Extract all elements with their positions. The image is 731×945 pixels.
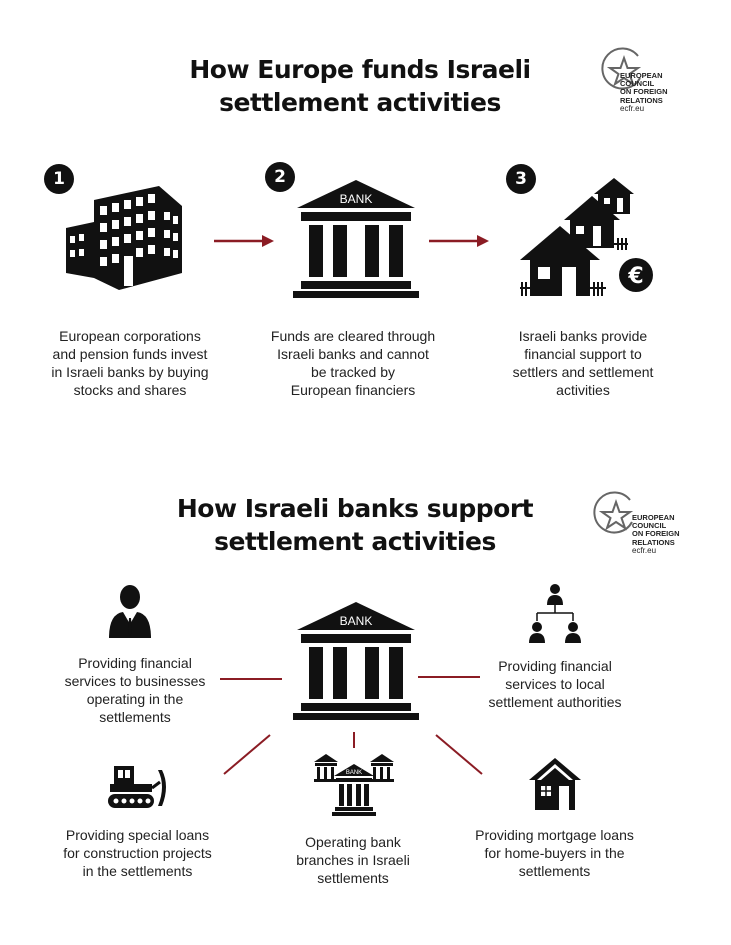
- caption-authorities: Providing financial services to local se…: [470, 657, 640, 711]
- connector-bottom-left: [223, 734, 271, 775]
- house-icon: [529, 758, 581, 810]
- caption-line: stocks and shares: [73, 382, 187, 398]
- org-chart-icon: [529, 584, 581, 643]
- caption-line: operating in the: [86, 691, 184, 707]
- businessman-icon: [109, 585, 151, 638]
- section2-title: How Israeli banks support settlement act…: [100, 492, 610, 558]
- caption-line: Operating bank: [305, 834, 401, 850]
- step-3-caption: Israeli banks provide financial support …: [493, 327, 673, 399]
- center-bank-icon: BANK: [293, 602, 419, 720]
- caption-line: European corporations: [59, 328, 201, 344]
- caption-line: be tracked by: [310, 364, 396, 380]
- caption-line: services to local: [505, 676, 605, 692]
- logo-line3: ON FOREIGN: [620, 87, 668, 97]
- logo-line3: ON FOREIGN: [632, 529, 680, 539]
- logo-line2: COUNCIL: [632, 521, 667, 531]
- step-2-caption: Funds are cleared through Israeli banks …: [258, 327, 448, 399]
- caption-branches: Operating bank branches in Israeli settl…: [278, 833, 428, 887]
- center-bank-label: BANK: [340, 614, 373, 628]
- logo-line1: EUROPEAN: [620, 71, 663, 80]
- ecfr-logo: EUROPEAN COUNCIL ON FOREIGN RELATIONS ec…: [590, 488, 690, 558]
- caption-line: services to businesses: [64, 673, 206, 689]
- caption-mortgage: Providing mortgage loans for home-buyers…: [462, 826, 647, 880]
- caption-line: Israeli banks and cannot: [277, 346, 429, 362]
- caption-line: in Israeli banks by buying: [51, 364, 209, 380]
- euro-symbol: €: [627, 264, 643, 289]
- bank-icon: BANK: [293, 180, 419, 298]
- bulldozer-icon: [108, 766, 166, 808]
- caption-line: activities: [556, 382, 610, 398]
- logo-line4: RELATIONS: [632, 537, 675, 547]
- caption-line: Providing financial: [498, 658, 612, 674]
- ecfr-star-icon: [593, 491, 634, 534]
- caption-line: financial support to: [524, 346, 642, 362]
- step-1-caption: European corporations and pension funds …: [35, 327, 225, 399]
- caption-line: Providing special loans: [65, 827, 210, 843]
- section2-title-line2: settlement activities: [214, 527, 496, 556]
- logo-line2: COUNCIL: [620, 79, 655, 89]
- logo-url: ecfr.eu: [620, 103, 645, 113]
- step-number-2: 2: [265, 162, 295, 192]
- houses-euro-icon: €: [520, 178, 653, 296]
- caption-line: settlement authorities: [488, 694, 622, 710]
- office-building-icon: [66, 186, 182, 290]
- step-number-1: 1: [44, 164, 74, 194]
- bank-label: BANK: [340, 192, 373, 206]
- caption-line: settlements: [317, 870, 389, 886]
- caption-line: and pension funds invest: [52, 346, 208, 362]
- caption-line: Providing mortgage loans: [475, 827, 634, 843]
- section2-title-line1: How Israeli banks support: [176, 494, 534, 523]
- caption-line: Funds are cleared through: [270, 328, 436, 344]
- connector-bottom-right: [435, 734, 483, 775]
- section1-title: How Europe funds Israeli settlement acti…: [120, 53, 600, 119]
- caption-businesses: Providing financial services to business…: [50, 654, 220, 726]
- logo-line4: RELATIONS: [620, 95, 663, 105]
- ecfr-logo: EUROPEAN COUNCIL ON FOREIGN RELATIONS ec…: [598, 44, 698, 114]
- arrow-2-icon: [429, 235, 489, 247]
- caption-line: in the settlements: [82, 863, 193, 879]
- arrow-1-icon: [214, 235, 274, 247]
- section1-title-line1: How Europe funds Israeli: [189, 55, 531, 84]
- logo-line1: EUROPEAN: [632, 513, 675, 522]
- small-bank-label: BANK: [346, 770, 362, 776]
- caption-line: for home-buyers in the: [484, 845, 625, 861]
- step-number-3: 3: [506, 164, 536, 194]
- caption-line: settlers and settlement: [512, 364, 654, 380]
- caption-line: Israeli banks provide: [518, 328, 648, 344]
- caption-line: branches in Israeli: [296, 852, 410, 868]
- caption-line: Providing financial: [78, 655, 192, 671]
- caption-line: settlements: [518, 863, 591, 879]
- section1-title-line2: settlement activities: [219, 88, 501, 117]
- ecfr-star-icon: [601, 47, 642, 90]
- bank-branches-icon: BANK: [314, 754, 394, 816]
- caption-line: for construction projects: [63, 845, 212, 861]
- caption-line: European financiers: [290, 382, 416, 398]
- caption-line: settlements: [99, 709, 171, 725]
- logo-url: ecfr.eu: [632, 545, 657, 555]
- caption-construction: Providing special loans for construction…: [50, 826, 225, 880]
